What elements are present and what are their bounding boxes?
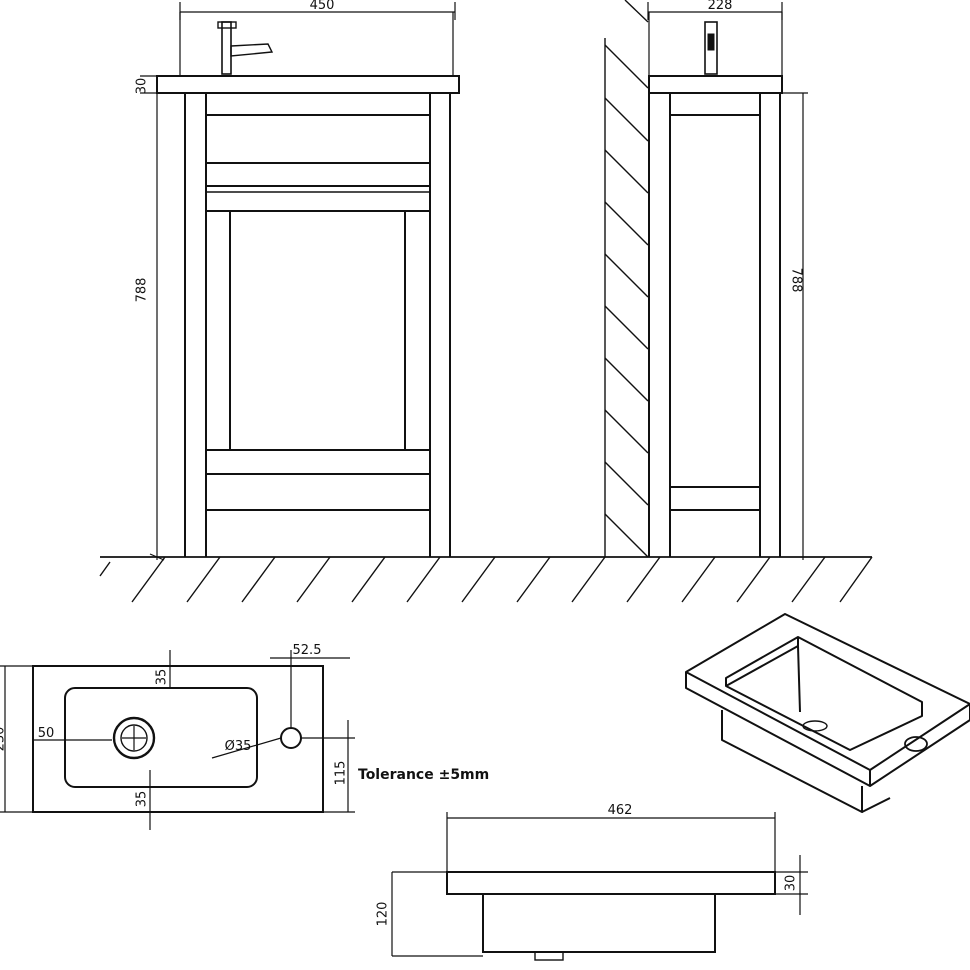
tolerance-note: Tolerance ±5mm xyxy=(358,767,489,783)
plan-depth-label: 230 xyxy=(0,727,8,752)
tap-side-icon xyxy=(704,21,718,75)
section-view xyxy=(391,812,808,961)
front-height-label: 788 xyxy=(135,278,150,303)
front-top-thickness-label: 30 xyxy=(135,78,150,95)
side-elevation xyxy=(647,2,808,560)
tap-hole-label: Ø35 xyxy=(225,739,252,754)
side-depth-label: 228 xyxy=(708,0,733,13)
tap-icon xyxy=(217,21,274,75)
floor-hatching xyxy=(99,556,873,603)
tap-offset-label: 52.5 xyxy=(293,643,322,658)
section-width-label: 462 xyxy=(608,803,633,818)
bowl-top-margin-label: 35 xyxy=(155,669,170,686)
section-height-label: 120 xyxy=(376,902,391,927)
waste-icon xyxy=(112,716,156,760)
wall-hatching xyxy=(604,0,649,558)
front-elevation xyxy=(140,2,460,561)
basin-3d-view xyxy=(685,613,970,813)
bowl-bottom-margin-label: 35 xyxy=(135,791,150,808)
tap-hole-icon xyxy=(280,727,302,749)
plan-view xyxy=(0,650,355,830)
tap-centre-label: 115 xyxy=(334,761,349,786)
front-width-label: 450 xyxy=(310,0,335,13)
side-height-label: 788 xyxy=(789,268,804,293)
waste-offset-label: 50 xyxy=(38,726,55,741)
section-top-thickness-label: 30 xyxy=(784,875,799,892)
